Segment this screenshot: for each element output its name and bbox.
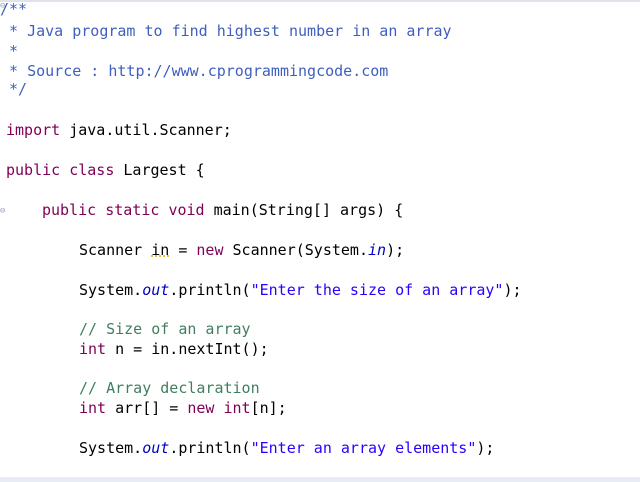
code-text: [n]; [250,399,287,417]
keyword: new [187,399,215,417]
fold-collapse-icon[interactable]: ⊖ [0,1,6,11]
keyword: class [69,161,115,179]
editor-bottom-border [0,477,640,482]
parameter: args [340,201,377,219]
code-text: Scanner [79,241,152,259]
code-text: ) { [376,201,404,219]
static-field: out [142,439,170,457]
static-field: out [142,281,170,299]
code-text: Largest { [114,161,205,179]
code-text: main(String[] [204,201,341,219]
code-line-doc-desc: * Java program to find highest number in… [0,21,452,41]
code-line-array-decl: int arr[] = new int[n]; [79,398,287,418]
code-line-import: import java.util.Scanner; [6,120,232,140]
keyword: public [42,201,97,219]
string-literal: "Enter the size of an array" [250,281,504,299]
keyword: int [79,399,107,417]
code-line-scanner: Scanner in = new Scanner(System.in); [79,240,404,260]
warning-variable[interactable]: in [151,241,170,259]
doc-comment: */ [0,80,28,98]
code-line-print-size: System.out.println("Enter the size of an… [79,280,522,300]
code-line-print-elements: System.out.println("Enter an array eleme… [79,438,494,458]
code-text: System. [79,281,143,299]
doc-comment: /** [0,0,28,18]
string-literal: "Enter an array elements" [250,439,477,457]
code-line-doc-star: * [0,41,18,61]
code-line-read-n: int n = in.nextInt(); [79,339,269,359]
doc-comment: * Java program to find highest number in… [0,22,452,40]
code-line-main-decl: public static void main(String[] args) { [42,200,403,220]
code-text: = [169,241,197,259]
fold-collapse-icon[interactable]: ⊖ [0,206,6,216]
code-text: Scanner(System. [223,241,368,259]
code-text: .println( [169,281,251,299]
code-line-class-decl: public class Largest { [6,160,205,180]
keyword: void [168,201,205,219]
code-text: arr[] = [106,399,188,417]
doc-comment: * [0,42,19,60]
code-line-doc-source: * Source : http://www.cprogrammingcode.c… [0,61,388,81]
keyword: static [105,201,160,219]
keyword: public [6,161,61,179]
code-line-comment-size: // Size of an array [79,319,251,339]
code-text: .println( [169,439,251,457]
code-text: ); [503,281,522,299]
code-text: java.util.Scanner; [60,121,232,139]
code-text: ); [476,439,495,457]
line-comment: // Array declaration [79,379,260,397]
code-line-comment-array: // Array declaration [79,378,260,398]
line-comment: // Size of an array [79,320,251,338]
code-text: ); [386,241,405,259]
code-text: n = in.nextInt(); [106,340,269,358]
keyword: import [6,121,61,139]
static-field: in [368,241,387,259]
code-line-doc-close: */ [0,79,27,99]
editor-top-border [0,0,640,2]
code-line-doc-open: /** [0,0,27,19]
doc-comment: * Source : http://www.cprogrammingcode.c… [0,62,389,80]
code-text: System. [79,439,143,457]
keyword: int [79,340,107,358]
keyword: int [223,399,251,417]
keyword: new [196,241,224,259]
